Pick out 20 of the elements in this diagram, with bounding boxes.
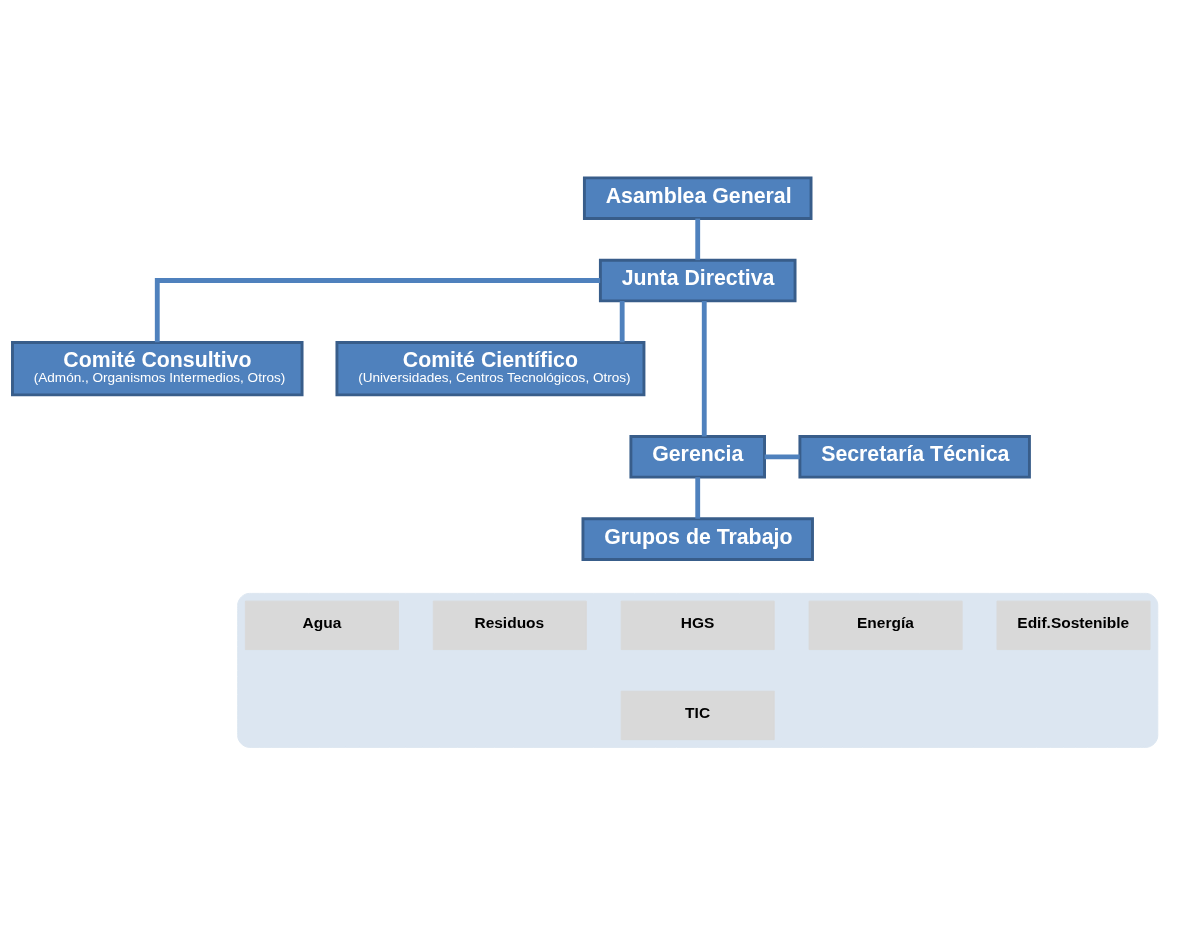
connector (695, 477, 701, 519)
node-box: Comité Consultivo (Admón., Organismos Intermedios, Otros) (11, 341, 304, 397)
node-box: Junta Directiva (598, 258, 797, 303)
node-box: Asamblea General (582, 176, 813, 220)
node-box: TIC (620, 690, 775, 741)
node-box: HGS (620, 600, 775, 651)
node-box: Gerencia (629, 435, 766, 479)
cluster (237, 592, 1159, 748)
node-box: Agua (244, 600, 399, 651)
node-box: Residuos (432, 600, 587, 651)
node-box: Energía (808, 600, 963, 651)
node-box: Edif.Sostenible (996, 600, 1151, 651)
connector (701, 301, 707, 437)
connector (695, 218, 701, 261)
connector (764, 454, 800, 460)
connector (154, 278, 601, 343)
node-box: Comité Científico (Universidades, Centros Tecnológicos, Otros) (335, 341, 646, 397)
connector (619, 301, 625, 343)
node-box: Grupos de Trabajo (581, 517, 814, 561)
node-box: Secretaría Técnica (798, 435, 1031, 479)
